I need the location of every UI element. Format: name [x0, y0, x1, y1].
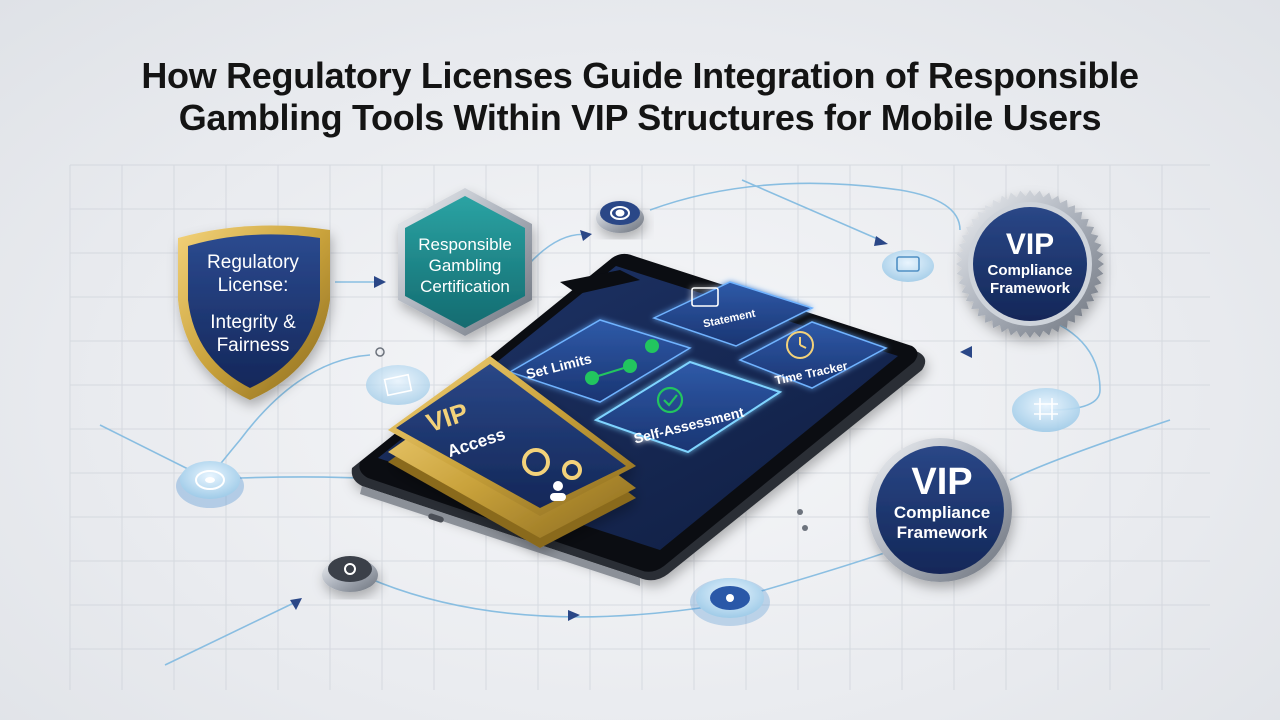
shield-line-2: License: [218, 275, 289, 296]
seal-line-1: VIP [1006, 228, 1054, 261]
regulatory-license-shield: Regulatory License: Integrity & Fairness [178, 225, 330, 400]
connector-target-to-seal [649, 182, 961, 231]
gear-disc [322, 556, 378, 592]
connector-arrow-left [99, 424, 191, 471]
left-target-disc [176, 461, 244, 508]
vip-access-card: VIP Access [388, 356, 636, 548]
grid-disc [1012, 388, 1080, 432]
connector-arrow-seal [741, 179, 881, 241]
badge-line-1: VIP [911, 461, 972, 503]
decorative-dots [375, 347, 808, 531]
clock-icon [786, 331, 814, 359]
vip-compliance-badge: VIP Compliance Framework [868, 438, 1012, 582]
tile-statement: Statement [652, 281, 814, 347]
target-icon [610, 206, 630, 220]
target-disc [596, 201, 644, 233]
phone-notch [560, 270, 640, 294]
document-icon [691, 287, 719, 307]
shield-line-4: Fairness [217, 335, 290, 356]
seal-line-2: Compliance [987, 262, 1072, 279]
responsible-gambling-certification-badge: Responsible Gambling Certification [398, 188, 532, 336]
user-icon [550, 481, 566, 501]
check-icon [585, 339, 659, 385]
connector-arrow-bottom-left [164, 599, 301, 666]
cert-line-3: Certification [420, 277, 510, 296]
page-title-line-2: Gambling Tools Within VIP Structures for… [178, 97, 1102, 138]
seal-line-3: Framework [990, 280, 1071, 297]
arrowheads [290, 230, 972, 621]
left-square-disc [366, 365, 430, 405]
check-icon [656, 386, 684, 414]
tile-set-limits: Set Limits [508, 319, 692, 403]
gears-icon [522, 448, 582, 480]
vip-compliance-seal: VIP Compliance Framework [956, 190, 1104, 338]
arrow-head-4 [960, 346, 972, 358]
arrow-head-2 [580, 230, 592, 241]
document-icon [896, 256, 920, 272]
cert-line-1: Responsible [418, 235, 512, 254]
document-disc [882, 250, 934, 282]
arrow-head-6 [568, 610, 580, 621]
cert-line-2: Gambling [429, 256, 502, 275]
connector-bottom [354, 571, 721, 618]
shield-line-1: Regulatory [207, 252, 299, 273]
badge-line-2: Compliance [894, 503, 990, 522]
arrow-head-3 [874, 236, 888, 246]
arrow-head-5 [290, 598, 302, 610]
page-title-line-1: How Regulatory Licenses Guide Integratio… [141, 55, 1139, 96]
arrow-head-1 [374, 276, 386, 288]
badge-line-3: Framework [897, 523, 988, 542]
bottom-disc [690, 578, 770, 626]
gear-icon [344, 563, 356, 575]
shield-line-3: Integrity & [210, 312, 296, 333]
grid-icon [1034, 398, 1058, 420]
connector-cert-to-target [527, 233, 591, 266]
connector-right [1009, 419, 1171, 481]
